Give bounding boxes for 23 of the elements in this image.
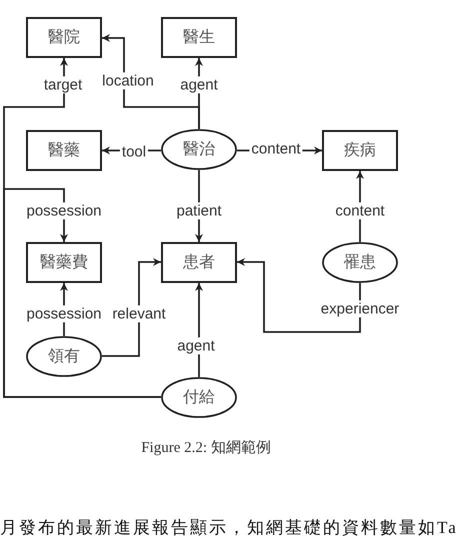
body-text: 月發布的最新進展報告顯示，知網基礎的資料數量如Ta	[0, 518, 458, 538]
concept-box: 醫生	[161, 17, 237, 58]
concept-box: 患者	[161, 242, 237, 283]
edge-label: content	[333, 202, 387, 220]
arrow	[237, 258, 361, 333]
event-ellipse: 付給	[161, 377, 237, 418]
figure-caption: Figure 2.2: 知網範例	[141, 439, 271, 457]
arrow	[102, 258, 161, 357]
event-ellipse: 罹患	[322, 242, 398, 283]
edge-label: relevant	[110, 305, 168, 323]
concept-box: 疾病	[322, 130, 398, 171]
edge-label: experiencer	[318, 300, 402, 318]
edge-label: location	[100, 72, 156, 90]
edge-label: patient	[174, 202, 224, 220]
concept-box: 醫藥費	[26, 242, 102, 283]
event-ellipse: 醫治	[161, 129, 237, 170]
event-ellipse: 領有	[26, 336, 102, 377]
edge-label: target	[42, 76, 84, 94]
edge-label: agent	[178, 76, 220, 94]
edge-label: agent	[175, 337, 217, 355]
concept-box: 醫藥	[26, 130, 102, 171]
arrow	[3, 188, 161, 398]
concept-box: 醫院	[26, 17, 102, 58]
